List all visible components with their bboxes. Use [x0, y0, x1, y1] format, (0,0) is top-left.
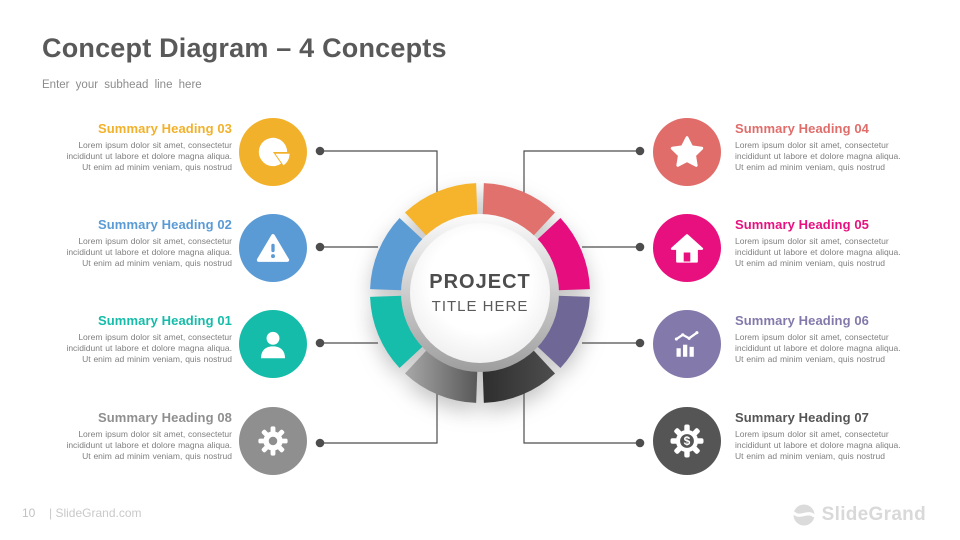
summary-heading: Summary Heading 07	[735, 410, 870, 425]
summary-item-08: Summary Heading 08 Lorem ipsum dolor sit…	[32, 410, 232, 462]
summary-item-03: Summary Heading 03 Lorem ipsum dolor sit…	[32, 121, 232, 173]
donut-segment-gray	[404, 350, 478, 403]
connector-dot	[635, 438, 645, 448]
donut-segment-pink	[537, 217, 590, 291]
donut-segment-yellow	[404, 183, 478, 236]
connector-line	[523, 150, 638, 200]
pie-chart-icon	[239, 118, 307, 186]
donut-segments	[370, 183, 590, 403]
brand-logo: SlideGrand	[792, 503, 926, 527]
brand-name: SlideGrand	[821, 504, 926, 525]
connector-dot	[315, 438, 325, 448]
summary-body: Lorem ipsum dolor sit amet, consectetur …	[66, 429, 232, 461]
donut-segment-dark-gray	[482, 350, 556, 403]
summary-item-07: Summary Heading 07 Lorem ipsum dolor sit…	[735, 410, 935, 462]
donut-segment-teal	[370, 295, 423, 369]
chart-icon	[653, 310, 721, 378]
project-title-block: PROJECT TITLE HERE	[350, 163, 610, 423]
donut-segment-salmon	[482, 183, 556, 236]
footer-site-text: | SlideGrand.com	[49, 506, 142, 520]
svg-text:$: $	[684, 434, 691, 448]
connector-dot	[635, 146, 645, 156]
summary-heading: Summary Heading 04	[735, 121, 870, 136]
summary-item-04: Summary Heading 04 Lorem ipsum dolor sit…	[735, 121, 935, 173]
donut-diagram	[370, 183, 590, 403]
donut-segment-blue	[370, 217, 423, 291]
summary-item-06: Summary Heading 06 Lorem ipsum dolor sit…	[735, 313, 935, 365]
summary-heading: Summary Heading 05	[735, 217, 870, 232]
donut-segment-purple	[537, 295, 590, 369]
summary-body: Lorem ipsum dolor sit amet, consectetur …	[735, 236, 901, 268]
brand-logo-icon	[792, 504, 815, 526]
summary-body: Lorem ipsum dolor sit amet, consectetur …	[66, 332, 232, 364]
summary-heading: Summary Heading 06	[735, 313, 870, 328]
page-number: 10	[22, 506, 36, 520]
summary-heading: Summary Heading 08	[97, 410, 232, 425]
slide-title: Concept Diagram – 4 Concepts	[42, 33, 447, 63]
donut-inner-circle	[410, 223, 550, 363]
project-title-line2: TITLE HERE	[431, 298, 529, 315]
summary-item-01: Summary Heading 01 Lorem ipsum dolor sit…	[32, 313, 232, 365]
gear-dollar-icon: $	[653, 407, 721, 475]
project-title-line1: PROJECT	[429, 271, 531, 293]
slide-subtitle: Enter your subhead line here	[42, 79, 202, 91]
summary-heading: Summary Heading 01	[97, 313, 232, 328]
connector-dot	[635, 242, 645, 252]
summary-body: Lorem ipsum dolor sit amet, consectetur …	[66, 236, 232, 268]
summary-item-02: Summary Heading 02 Lorem ipsum dolor sit…	[32, 217, 232, 269]
summary-body: Lorem ipsum dolor sit amet, consectetur …	[735, 332, 901, 364]
home-icon	[653, 214, 721, 282]
summary-heading: Summary Heading 02	[97, 217, 232, 232]
gear-icon	[239, 407, 307, 475]
connector-dot	[315, 338, 325, 348]
warning-icon	[239, 214, 307, 282]
connector-dot	[315, 242, 325, 252]
person-icon	[239, 310, 307, 378]
summary-item-05: Summary Heading 05 Lorem ipsum dolor sit…	[735, 217, 935, 269]
summary-body: Lorem ipsum dolor sit amet, consectetur …	[735, 429, 901, 461]
summary-heading: Summary Heading 03	[97, 121, 232, 136]
connector-dot	[315, 146, 325, 156]
star-icon	[653, 118, 721, 186]
connector-line	[322, 388, 438, 444]
summary-body: Lorem ipsum dolor sit amet, consectetur …	[735, 140, 901, 172]
connector-dot	[635, 338, 645, 348]
summary-body: Lorem ipsum dolor sit amet, consectetur …	[66, 140, 232, 172]
connector-line	[523, 388, 638, 444]
connector-line	[322, 150, 438, 200]
